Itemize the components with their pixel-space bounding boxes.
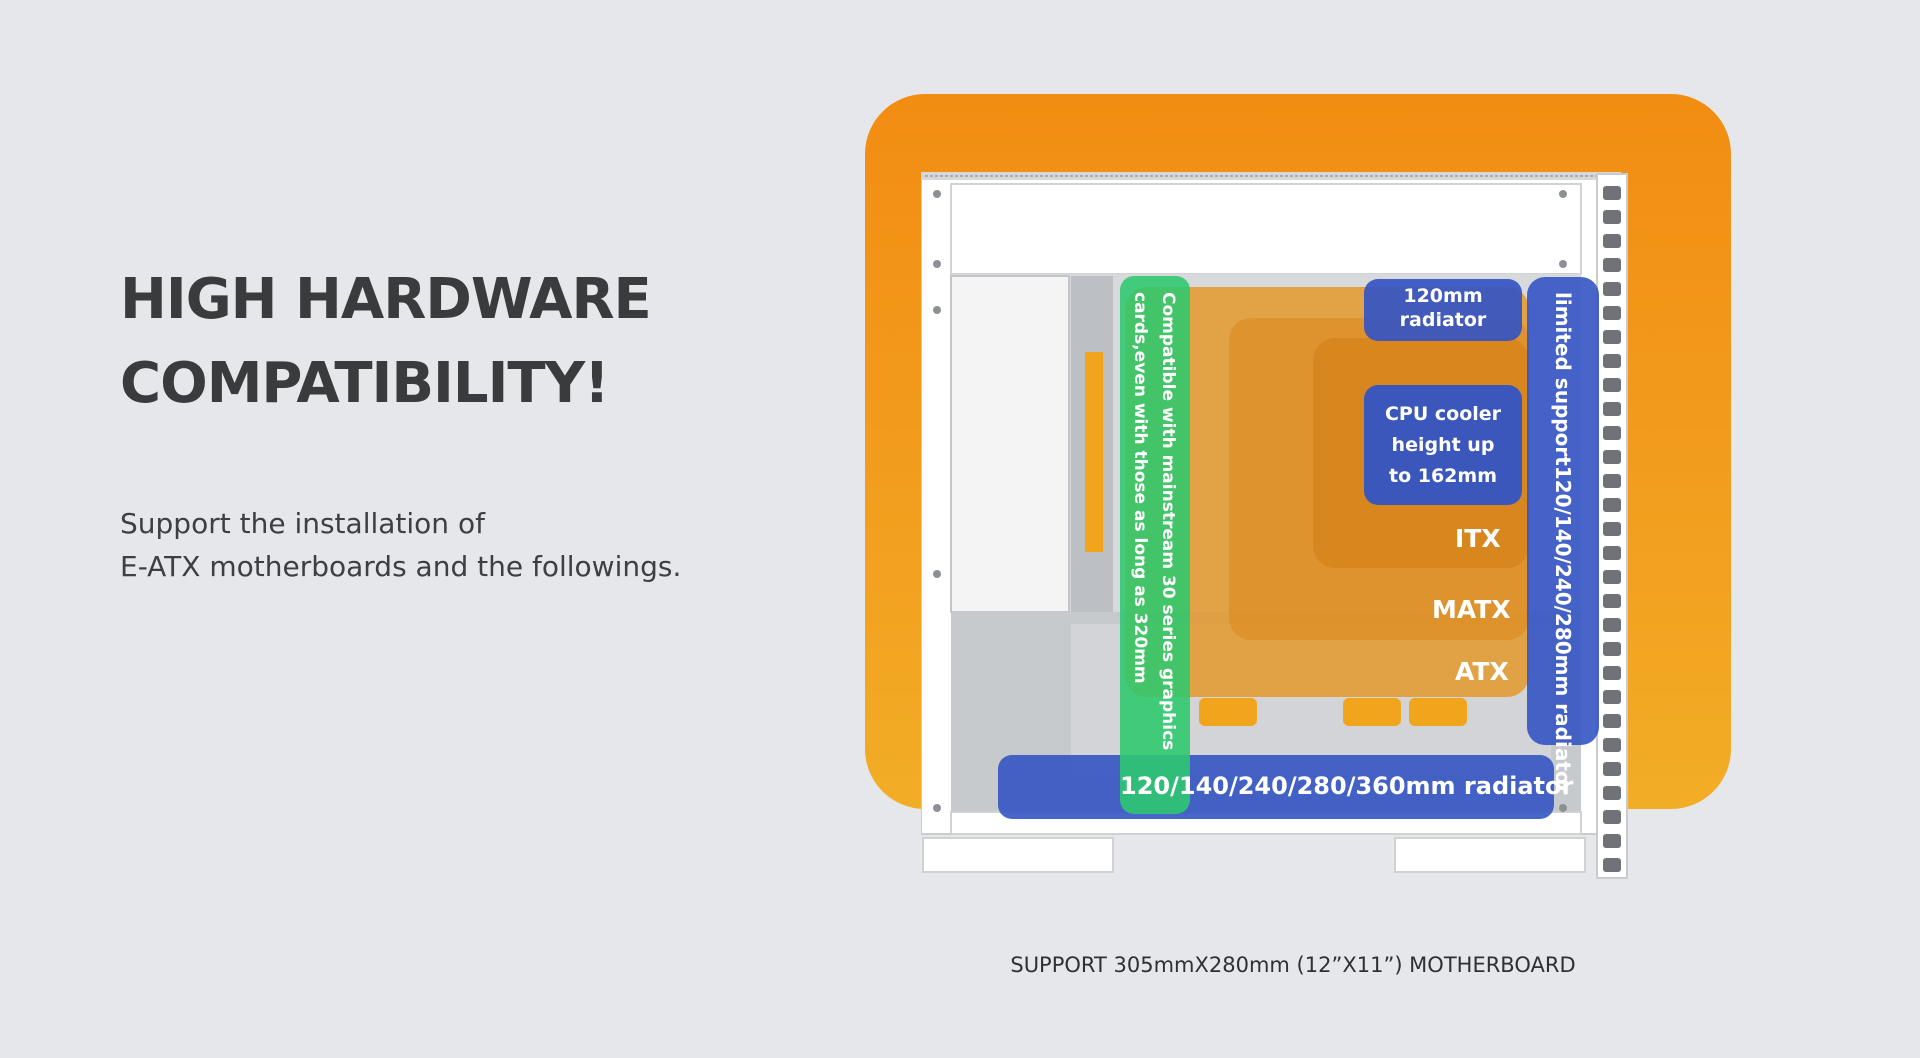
gpu-length-zone	[1120, 276, 1190, 814]
bottom-radiator-label: 120/140/240/280/360mm radiator	[1120, 772, 1574, 800]
cpu-cooler-label-line-1: CPU cooler	[1384, 403, 1502, 425]
feature-description: Support the installation of E-ATX mother…	[120, 502, 840, 588]
headline-line-1: HIGH HARDWARE	[120, 267, 652, 332]
headline: HIGH HARDWARE COMPATIBILITY!	[120, 258, 760, 426]
cpu-cooler-label: CPU cooler height up to 162mm	[1364, 399, 1522, 492]
top-radiator-label: 120mm radiator	[1364, 284, 1522, 332]
bottom-radiator-zone	[998, 755, 1554, 819]
description-line-1: Support the installation of	[120, 507, 485, 540]
top-radiator-label-line-1: 120mm	[1403, 285, 1483, 307]
motherboard-support-caption: SUPPORT 305mmX280mm (12”X11”) MOTHERBOAR…	[1010, 953, 1576, 977]
cpu-cooler-zone	[1364, 385, 1522, 505]
atx-label: ATX	[1455, 657, 1509, 686]
gpu-compatibility-line-1: Compatible with mainstream 30 series gra…	[1158, 292, 1178, 751]
gpu-compatibility-label: Compatible with mainstream 30 series gra…	[1126, 292, 1182, 750]
cpu-cooler-label-line-2: height up	[1391, 434, 1495, 456]
side-radiator-label: limited support120/140/240/280mm radiato…	[1551, 292, 1575, 795]
itx-label: ITX	[1455, 524, 1501, 553]
side-radiator-zone	[1527, 277, 1599, 745]
top-radiator-label-line-2: radiator	[1399, 309, 1487, 331]
headline-line-2: COMPATIBILITY!	[120, 351, 610, 416]
top-radiator-zone	[1364, 279, 1522, 341]
description-line-2: E-ATX motherboards and the followings.	[120, 550, 682, 583]
cpu-cooler-label-line-3: to 162mm	[1388, 465, 1497, 487]
matx-label: MATX	[1432, 595, 1511, 624]
gpu-compatibility-line-2: cards,even with those as long as 320mm	[1130, 292, 1150, 684]
